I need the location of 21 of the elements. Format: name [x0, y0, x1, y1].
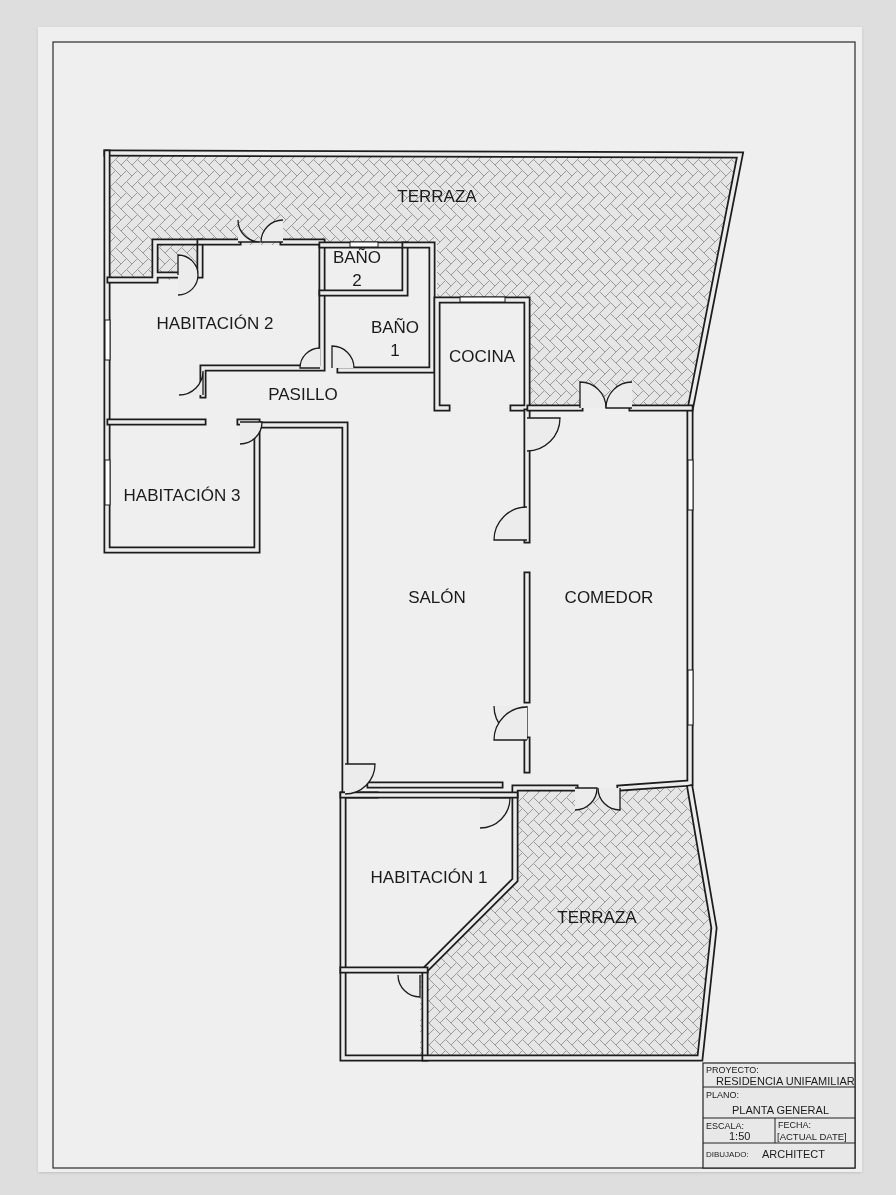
title-block-text: RESIDENCIA UNIFAMILIAR [716, 1075, 854, 1089]
room-label: HABITACIÓN 1 [369, 866, 489, 889]
title-block-text: PLANO: [706, 1090, 740, 1102]
room-label: HABITACIÓN 2 [155, 312, 275, 335]
title-block-text: PROYECTO: [706, 1065, 760, 1077]
room-label: TERRAZA [556, 906, 638, 929]
room-label: COMEDOR [563, 586, 655, 609]
room-label: SALÓN [407, 586, 467, 609]
room-label: PASILLO [267, 383, 339, 406]
room-label: BAÑO 1 [369, 317, 421, 362]
title-block-text: ESCALA: [706, 1121, 746, 1132]
room-label: HABITACIÓN 3 [122, 484, 242, 507]
title-block-text: 1:50 [729, 1130, 752, 1144]
room-label: BAÑO 2 [331, 247, 383, 292]
room-label: TERRAZA [396, 185, 478, 208]
title-block-text: PLANTA GENERAL [732, 1104, 830, 1118]
title-block-text: [ACTUAL DATE] [777, 1131, 848, 1143]
room-label: COCINA [447, 345, 517, 368]
title-block-text: FECHA: [778, 1120, 812, 1132]
title-block-text: DIBUJADO: [706, 1150, 750, 1160]
title-block-text: ARCHITECT [762, 1148, 826, 1162]
